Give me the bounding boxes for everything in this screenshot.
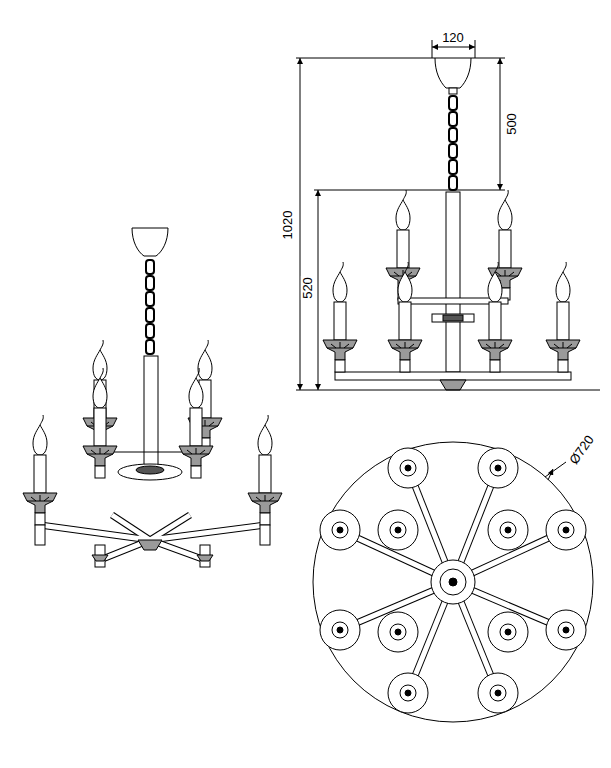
dimension-label: 520 [301, 276, 315, 300]
dimension-label: 1020 [281, 210, 295, 241]
dimension-label: Ø720 [567, 432, 598, 468]
dimension-label: 120 [441, 31, 465, 45]
dimension-label: 500 [505, 112, 519, 136]
